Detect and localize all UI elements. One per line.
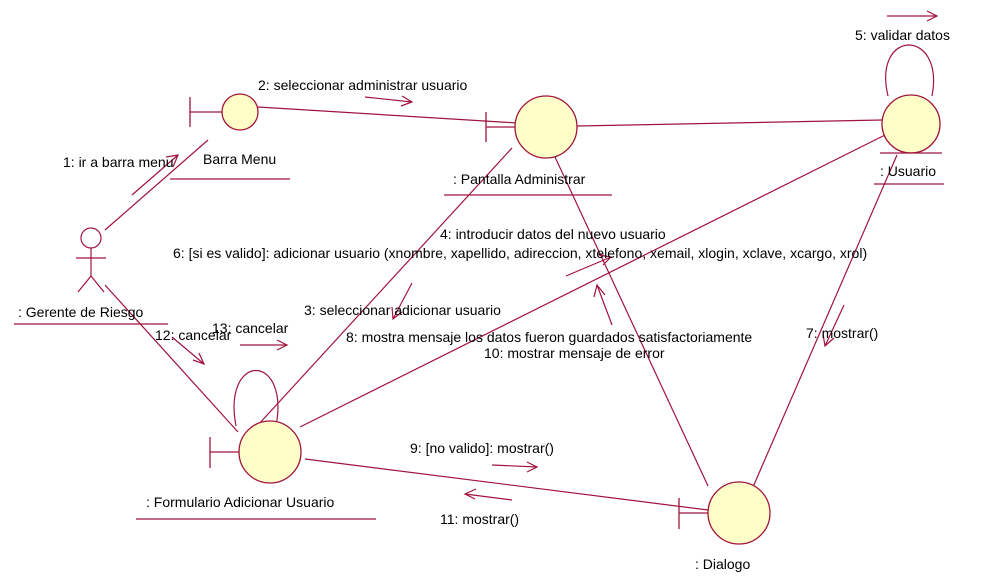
actor-left-leg — [77, 275, 92, 293]
actor-label: : Gerente de Riesgo — [18, 304, 144, 320]
message-1: 1: ir a barra menu — [63, 154, 174, 170]
arrow-4 — [565, 254, 613, 277]
link-actor-formulario — [104, 284, 239, 433]
formulario-circle — [238, 420, 302, 484]
message-3: 3: seleccionar adicionar usuario — [304, 302, 501, 318]
actor-gerente[interactable]: : Gerente de Riesgo — [14, 227, 168, 325]
actor-head — [80, 227, 102, 249]
link-pantalla-usuario — [576, 119, 883, 127]
self-link-usuario — [885, 44, 935, 97]
message-labels: 1: ir a barra menu 2: seleccionar admini… — [63, 27, 950, 527]
link-pantalla-dialogo — [554, 156, 709, 487]
entity-usuario[interactable]: : Usuario — [874, 94, 944, 185]
message-7: 7: mostrar() — [806, 325, 878, 341]
message-2: 2: seleccionar administrar usuario — [258, 77, 468, 93]
message-13: 13: cancelar — [212, 320, 289, 336]
arrow-3 — [391, 282, 413, 321]
usuario-label: : Usuario — [880, 163, 936, 179]
message-8: 8: mostra mensaje los datos fueron guard… — [346, 329, 752, 345]
arrow-12 — [171, 336, 206, 366]
message-11: 11: mostrar() — [440, 511, 519, 527]
dialogo-circle — [707, 481, 771, 545]
self-link-formulario — [233, 370, 279, 427]
pantalla-circle — [514, 95, 578, 159]
link-barra-pantalla — [257, 106, 518, 124]
arrow-11 — [463, 488, 513, 501]
arrow-5 — [887, 10, 939, 22]
link-usuario-dialogo — [752, 154, 898, 488]
message-arrows — [131, 10, 939, 501]
arrow-9 — [491, 461, 539, 473]
usuario-circle — [881, 94, 941, 154]
links — [104, 44, 935, 511]
arrow-7 — [822, 304, 845, 348]
boundary-pantalla-administrar[interactable]: : Pantalla Administrar — [444, 95, 612, 196]
message-4: 4: introducir datos del nuevo usuario — [440, 226, 666, 242]
boundary-formulario[interactable]: : Formulario Adicionar Usuario — [136, 420, 376, 520]
message-10: 10: mostrar mensaje de error — [484, 345, 665, 361]
boundary-dialogo[interactable]: : Dialogo — [678, 481, 771, 572]
link-usuario-formulario — [299, 134, 886, 428]
link-actor-barra — [104, 139, 209, 231]
arrow-8 — [593, 283, 613, 326]
message-6: 6: [si es valido]: adicionar usuario (xn… — [173, 245, 867, 261]
arrow-1 — [131, 154, 179, 196]
barra-menu-circle — [221, 93, 259, 131]
message-9: 9: [no valido]: mostrar() — [410, 440, 554, 456]
pantalla-label: : Pantalla Administrar — [453, 171, 586, 187]
formulario-label: : Formulario Adicionar Usuario — [146, 494, 335, 510]
boundary-barra-menu[interactable]: Barra Menu — [170, 93, 290, 180]
arrow-13 — [240, 339, 289, 351]
actor-right-leg — [90, 275, 105, 293]
link-pantalla-formulario — [257, 147, 513, 426]
barra-menu-label: Barra Menu — [203, 151, 276, 167]
dialogo-label: : Dialogo — [695, 556, 750, 572]
link-formulario-dialogo — [304, 458, 709, 511]
message-12: 12: cancelar — [155, 327, 232, 343]
arrow-2 — [364, 95, 414, 107]
message-5: 5: validar datos — [855, 27, 950, 43]
